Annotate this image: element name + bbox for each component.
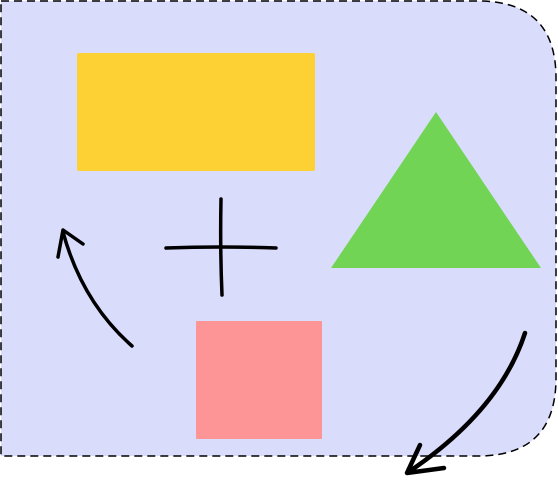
yellow-rectangle [77, 53, 315, 171]
curved-arrow-left [56, 228, 134, 348]
curved-arrow-bottom-right [404, 330, 528, 476]
plus-sign [164, 197, 278, 297]
pink-square [196, 321, 322, 439]
green-triangle [331, 112, 541, 268]
